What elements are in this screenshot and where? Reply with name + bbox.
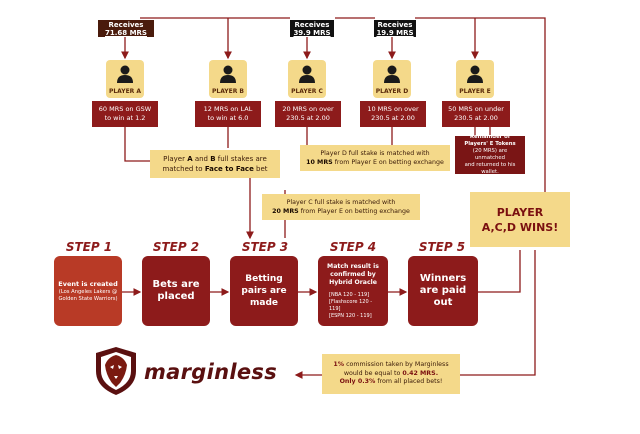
receives-badge-c: Receives 39.9 MRS (290, 20, 334, 37)
step-label-1: STEP 1 (65, 240, 113, 254)
player-e-card: PLAYER E (456, 60, 494, 98)
bet-line2: 230.5 at 2.00 (454, 114, 498, 122)
player-d-card: PLAYER D (373, 60, 411, 98)
person-icon (220, 65, 236, 83)
oracle-result: [ESPN 120 - 119] (329, 313, 372, 319)
lion-logo-icon (92, 345, 140, 397)
player-label: PLAYER D (375, 88, 409, 95)
note-text: full stakes are (215, 155, 267, 163)
brand-logo-text: marginless (144, 360, 278, 384)
commission-bold: 1% (333, 361, 345, 369)
receives-amount: 39.9 MRS (293, 29, 331, 37)
step-label-2: STEP 2 (152, 240, 200, 254)
step-box-4: Match result is confirmed by Hybrid Orac… (318, 256, 388, 326)
winner-line2: A,C,D WINS! (481, 220, 559, 234)
bet-line2: to win at 6.0 (207, 114, 249, 122)
step-title: Event is created (58, 279, 118, 288)
player-label: PLAYER A (108, 88, 142, 95)
note-text: (20 MRS) are unmatched (472, 148, 508, 161)
player-label: PLAYER B (211, 88, 244, 95)
player-b-card: PLAYER B (209, 60, 247, 98)
note-ab-matched: Player A and B full stakes are matched t… (150, 150, 280, 178)
commission-text: commission taken by Marginless (344, 361, 449, 369)
note-c-matched: Player C full stake is matched with 20 M… (262, 194, 420, 220)
note-bold: Face to Face (204, 165, 254, 173)
bet-line2: 230.5 at 2.00 (286, 114, 330, 122)
note-bold: B (210, 155, 216, 163)
receives-amount: 19.9 MRS (376, 29, 414, 37)
bet-line1: 10 MRS on over (367, 105, 419, 113)
step-title: Betting pairs are made (241, 274, 287, 308)
note-bold: Remainder of (469, 134, 511, 140)
receives-badge-d: Receives 19.9 MRS (374, 20, 416, 37)
note-bold: 10 MRS (306, 159, 333, 166)
note-text: and returned to his wallet. (464, 162, 516, 175)
step-box-5: Winners are paid out (408, 256, 478, 326)
step-label-4: STEP 4 (329, 240, 377, 254)
note-d-matched: Player D full stake is matched with 10 M… (300, 145, 450, 171)
oracle-result: [NBA 120 - 119] (329, 292, 370, 298)
person-icon (467, 65, 483, 83)
bet-line2: 230.5 at 2.00 (371, 114, 415, 122)
commission-bold: 0.42 MRS. (402, 369, 439, 377)
step-title: Match result is confirmed by Hybrid Orac… (327, 263, 379, 286)
player-label: PLAYER E (459, 88, 491, 95)
note-text: Player D full stake is matched with (320, 150, 430, 157)
step-box-2: Bets are placed (142, 256, 210, 326)
person-icon (299, 65, 315, 83)
commission-note: 1% commission taken by Marginless would … (322, 354, 460, 394)
commission-text: from all placed bets! (375, 378, 443, 386)
player-a-card: PLAYER A (106, 60, 144, 98)
commission-bold: Only 0.3% (339, 378, 376, 386)
player-label: PLAYER C (291, 88, 323, 95)
note-bold: Players' E Tokens (464, 141, 516, 147)
bet-line1: 20 MRS on over (282, 105, 334, 113)
note-bold: 20 MRS (272, 208, 299, 215)
step-box-3: Betting pairs are made (230, 256, 298, 326)
receives-badge-a: Receives 71.68 MRS (98, 20, 154, 37)
person-icon (384, 65, 400, 83)
commission-text: would be equal to (343, 369, 403, 377)
step-box-1: Event is created (Los Angeles Lakers @ G… (54, 256, 122, 326)
winner-banner: PLAYER A,C,D WINS! (470, 192, 570, 247)
step-title: Bets are placed (152, 279, 200, 302)
receives-label: Receives (294, 21, 330, 29)
oracle-results: [NBA 120 - 119] [Flashscore 120 - 119] [… (329, 292, 377, 320)
note-bold: A (187, 155, 193, 163)
note-remainder: Remainder of Players' E Tokens (20 MRS) … (455, 134, 525, 175)
bet-line1: 12 MRS on LAL (203, 105, 253, 113)
person-icon (117, 65, 133, 83)
note-text: from Player E on betting exchange (332, 159, 444, 166)
step-title: Winners are paid out (419, 273, 467, 308)
receives-label: Receives (108, 21, 144, 29)
note-text: Player C full stake is matched with (286, 199, 396, 206)
bet-line2: to win at 1.2 (104, 114, 146, 122)
bet-line1: 50 MRS on under (448, 105, 504, 113)
step-label-5: STEP 5 (418, 240, 466, 254)
bet-line1: 60 MRS on GSW (98, 105, 152, 113)
step-label-3: STEP 3 (241, 240, 289, 254)
oracle-result: [Flashscore 120 - 119] (329, 299, 373, 312)
step-detail: (Los Angeles Lakers @ Golden State Warri… (58, 288, 118, 302)
note-text: matched to (162, 165, 205, 173)
receives-label: Receives (377, 21, 413, 29)
winner-line1: PLAYER (496, 205, 544, 219)
note-text: Player (163, 155, 188, 163)
note-text: from Player E on betting exchange (298, 208, 410, 215)
note-text: and (192, 155, 211, 163)
receives-amount: 71.68 MRS (105, 29, 147, 37)
player-c-card: PLAYER C (288, 60, 326, 98)
note-text: bet (253, 165, 268, 173)
